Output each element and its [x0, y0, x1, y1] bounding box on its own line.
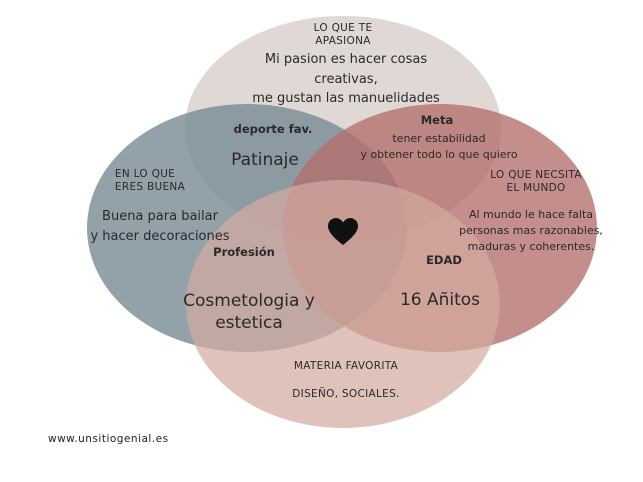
circle-bottom [186, 180, 500, 428]
right-bottom-intersection-title: EDAD [426, 253, 462, 267]
right-circle-text: Al mundo le hace falta personas mas razo… [459, 208, 603, 253]
right-bottom-intersection-text: 16 Añitos [399, 290, 481, 310]
left-circle-text: Buena para bailar y hacer decoraciones [90, 209, 230, 244]
top-right-intersection-text: tener estabilidad y obtener todo lo que … [360, 132, 518, 161]
bottom-circle-title: MATERIA FAVORITA [293, 360, 399, 372]
top-left-intersection-text: Patinaje [231, 150, 299, 170]
top-left-intersection-title: deporte fav. [233, 122, 313, 136]
left-bottom-intersection-title: Profesión [213, 245, 275, 259]
left-circle-title: EN LO QUE ERES BUENA [114, 168, 186, 193]
top-circle-title: LO QUE TE APASIONA [313, 22, 373, 47]
heart-icon [328, 218, 358, 245]
bottom-circle-text: DISEÑO, SOCIALES. [292, 388, 400, 400]
top-right-intersection-title: Meta [420, 113, 454, 127]
top-circle-text: Mi pasion es hacer cosas creativas, me g… [252, 52, 440, 106]
left-bottom-intersection-text: Cosmetologia y estetica [183, 291, 315, 334]
footer-url: www.unsitiogenial.es [48, 433, 169, 445]
right-circle-title: LO QUE NECSITA EL MUNDO [490, 169, 582, 194]
